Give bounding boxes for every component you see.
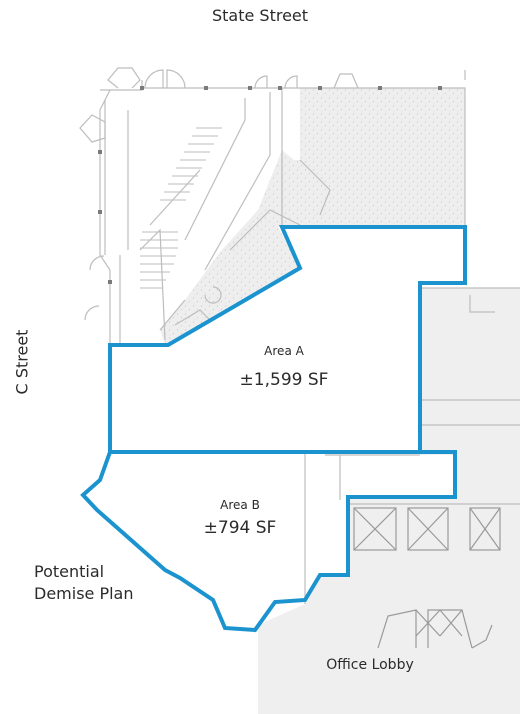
area-b-size: ±794 SF	[203, 518, 277, 538]
entry-doors	[79, 67, 359, 321]
speckled-area-lobby	[160, 150, 330, 345]
staircase-upper	[160, 127, 222, 201]
facade-markers	[98, 86, 442, 284]
area-b-name: Area B	[220, 498, 260, 512]
lobby-entrance	[377, 609, 493, 649]
wall-lines	[99, 70, 520, 604]
c-street-label: C Street	[12, 329, 32, 395]
area-b-outline[interactable]	[80, 450, 457, 633]
office-lobby-label: Office Lobby	[326, 657, 414, 673]
elevator-bank	[353, 507, 501, 551]
potential-demise-plan-label: Potential Demise Plan	[34, 561, 154, 605]
state-street-label: State Street	[211, 6, 309, 25]
area-a-size: ±1,599 SF	[239, 370, 329, 390]
area-a-name: Area A	[264, 344, 304, 358]
demise-line-1: Potential	[34, 562, 105, 581]
staircase-lower	[140, 231, 178, 289]
demise-line-2: Demise Plan	[34, 584, 134, 603]
lobby-area	[258, 288, 520, 714]
